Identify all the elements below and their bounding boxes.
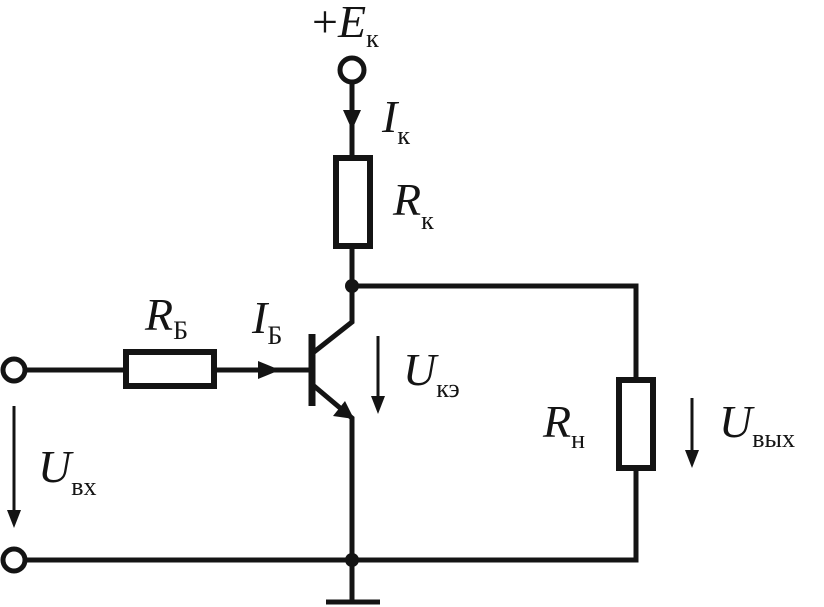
voltage-arrow-uout [685,398,699,468]
transistor [308,334,354,419]
resistor-rn [616,377,656,471]
label-supply-main: E [337,0,366,47]
label-output-voltage-sub: вых [752,424,795,453]
label-base-current-sub: Б [267,321,282,350]
wire-collector-to-load [349,283,639,383]
label-supply-prefix: + [312,0,338,47]
label-collector-current: Iк [381,91,410,150]
label-input-voltage: Uвх [38,441,97,501]
label-output-voltage: Uвых [719,396,795,453]
wire-load-to-ground [349,465,639,563]
label-base-current-main: I [251,292,270,343]
label-supply-sub: к [366,24,379,53]
emitter-arrow [333,401,354,419]
label-input-voltage-main: U [38,441,74,492]
wires [21,79,639,605]
label-input-voltage-sub: вх [71,472,96,501]
terminal-supply [337,55,367,85]
resistor-rk [333,155,373,249]
label-load-resistor: Rн [542,396,585,454]
label-collector-resistor: Rк [392,174,434,235]
voltage-arrow-uke [371,336,385,414]
voltage-arrow-uin [7,406,21,528]
terminal-input-top [0,356,28,384]
label-collector-resistor-sub: к [421,206,434,235]
label-collector-emitter-voltage: Uкэ [403,344,460,403]
label-base-resistor: RБ [144,289,188,345]
base-current-arrow [258,361,280,379]
node-collector [345,279,359,293]
label-base-current: IБ [251,292,282,350]
label-collector-emitter-voltage-sub: кэ [436,374,459,403]
label-collector-current-main: I [381,91,400,142]
label-load-resistor-main: R [542,396,571,447]
label-collector-resistor-main: R [392,174,421,225]
label-collector-current-sub: к [397,121,410,150]
label-supply: +Eк [312,0,379,53]
label-base-resistor-sub: Б [173,316,188,345]
terminal-input-bottom [0,546,28,574]
label-load-resistor-sub: н [571,425,585,454]
resistor-rb [123,349,217,389]
label-output-voltage-main: U [719,396,755,447]
node-ground [345,553,359,567]
label-collector-emitter-voltage-main: U [403,344,439,395]
collector-current-arrow [343,110,361,130]
label-base-resistor-main: R [144,289,173,340]
wire-collector-lead [310,283,355,356]
